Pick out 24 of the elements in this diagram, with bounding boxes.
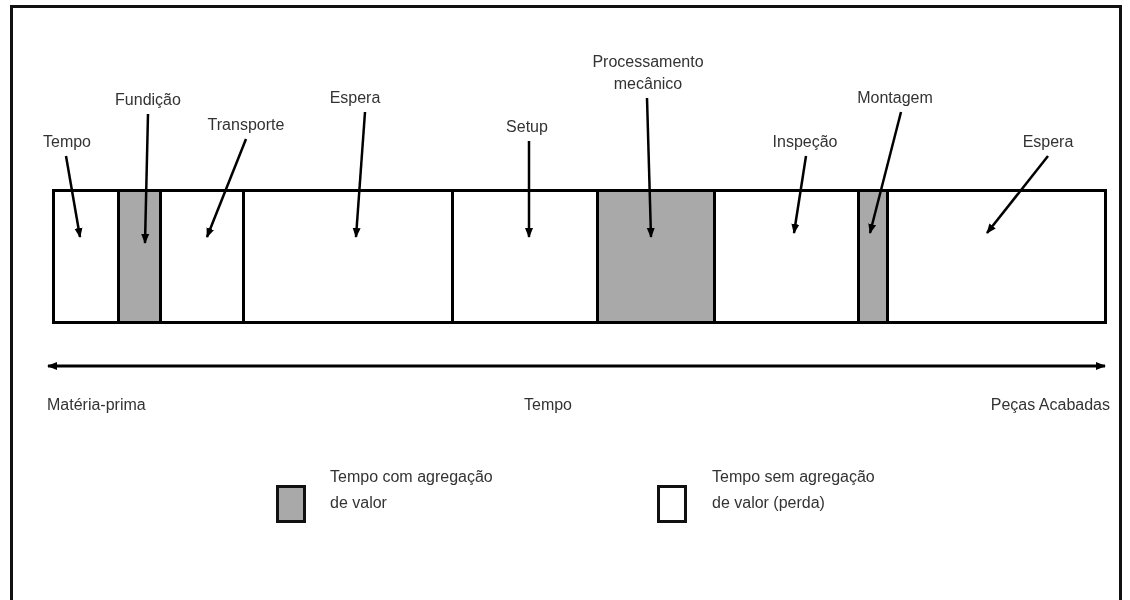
axis-label: Peças Acabadas (990, 395, 1110, 415)
axis-label: Matéria-prima (47, 395, 146, 415)
leader-arrow (205, 138, 248, 238)
callout-label: Setup (506, 116, 548, 138)
leader-arrow (141, 113, 150, 244)
legend-label: Tempo com agregação de valor (330, 467, 494, 513)
callout-label: Espera (1022, 131, 1074, 153)
callout-label: Processamento mecânico (578, 51, 718, 95)
axis-label: Tempo (524, 395, 572, 415)
legend-label: Tempo sem agregação de valor (perda) (712, 467, 876, 513)
callout-label: Montagem (857, 87, 933, 109)
leader-arrow (352, 111, 367, 238)
leader-arrow (791, 155, 808, 234)
leader-arrow (868, 111, 903, 234)
leader-arrow (645, 97, 655, 238)
leader-arrow (64, 155, 83, 238)
callout-label: Espera (329, 87, 381, 109)
callout-label: Inspeção (772, 131, 838, 153)
leader-arrow (525, 141, 533, 238)
waste-segment (51, 189, 120, 324)
leader-arrow (986, 155, 1049, 234)
callout-label: Transporte (207, 114, 285, 136)
callout-label: Tempo (43, 131, 91, 153)
callout-label: Fundição (115, 89, 181, 111)
